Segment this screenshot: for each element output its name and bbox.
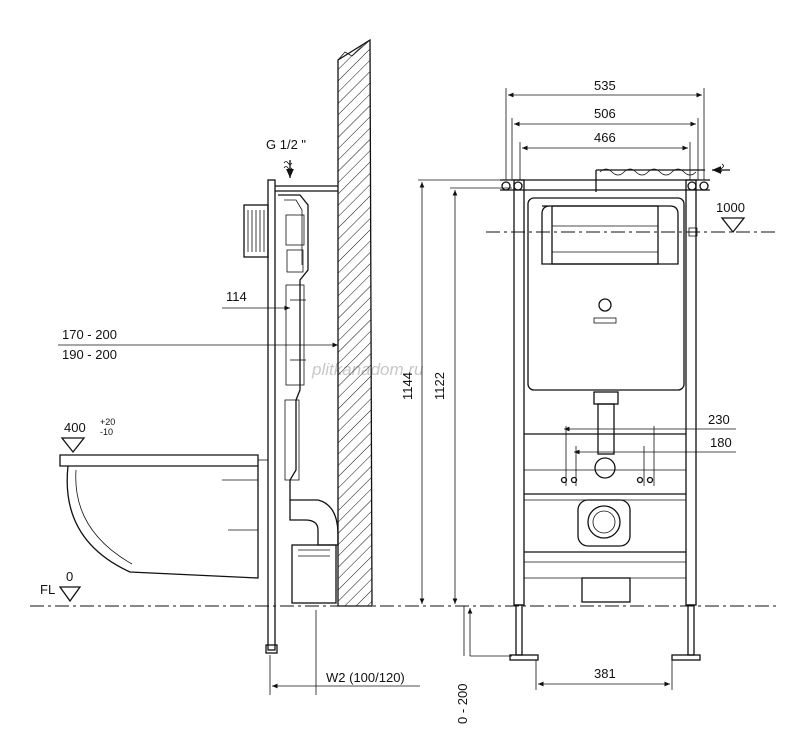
seat-tol-plus: +20: [100, 417, 115, 427]
dim-w2: W2 (100/120): [326, 670, 405, 685]
dim-114: 114: [226, 289, 247, 304]
dim-506: 506: [594, 106, 616, 121]
front-frame: [500, 168, 710, 661]
wall-section: [337, 38, 373, 607]
dim-535: 535: [594, 78, 616, 93]
dim-190-200: 190 - 200: [62, 347, 117, 362]
level-1000: 1000: [716, 200, 745, 215]
seat-height: 400: [64, 420, 86, 435]
dim-466: 466: [594, 130, 616, 145]
dim-0-200: 0 - 200: [455, 684, 470, 724]
toilet-bowl: [59, 454, 268, 579]
dim-1144: 1144: [400, 372, 415, 400]
dim-180: 180: [710, 435, 732, 450]
floor-zero: 0: [66, 569, 73, 584]
dim-381: 381: [594, 666, 616, 681]
inlet-label: G 1/2 ": [266, 137, 306, 152]
side-frame: [243, 179, 339, 654]
floor-label: FL: [40, 582, 55, 597]
dim-230: 230: [708, 412, 730, 427]
level-1000-triangle: [720, 217, 746, 234]
seat-tol-minus: -10: [100, 427, 113, 437]
floor-triangle: [58, 586, 82, 603]
seat-level-triangle: [60, 437, 86, 454]
dim-1122: 1122: [432, 372, 447, 400]
dim-170-200: 170 - 200: [62, 327, 117, 342]
